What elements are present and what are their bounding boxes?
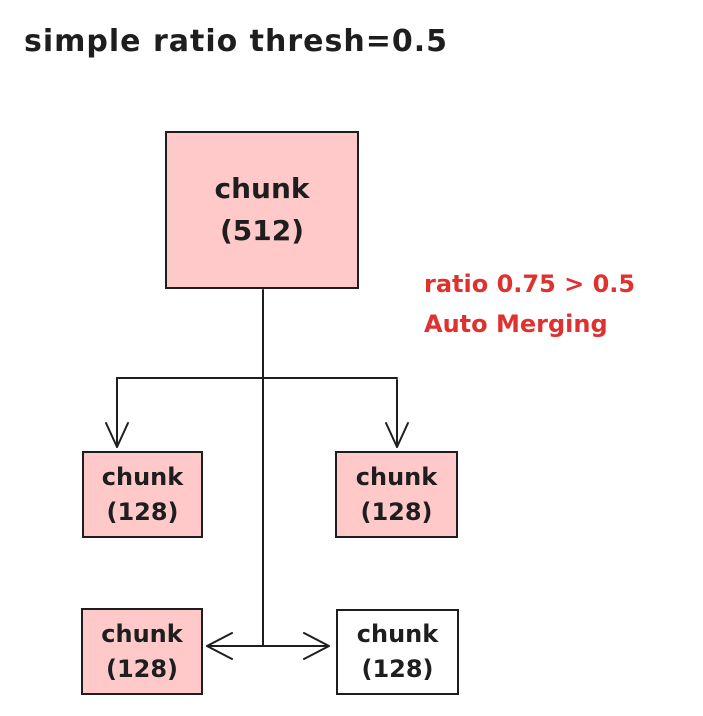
chunk-size: (128) — [361, 655, 434, 683]
chunk-node-bottom-right: chunk (128) — [336, 609, 459, 695]
annotation-merging-line: Auto Merging — [424, 309, 608, 338]
chunk-size: (128) — [360, 497, 433, 526]
auto-merge-annotation: ratio 0.75 > 0.5 Auto Merging — [424, 265, 635, 344]
chunk-size: (128) — [105, 654, 179, 683]
chunk-size: (512) — [219, 214, 305, 247]
arrowhead-right-icon — [303, 632, 330, 660]
chunk-label: chunk — [101, 462, 184, 491]
chunk-size: (128) — [106, 497, 179, 526]
chunk-label: chunk — [214, 172, 310, 205]
chunk-label: chunk — [355, 462, 438, 491]
chunk-node-mid-right: chunk (128) — [335, 451, 458, 538]
chunk-node-bottom-left: chunk (128) — [81, 608, 203, 695]
diagram-title: simple ratio thresh=0.5 — [24, 24, 449, 59]
chunk-label: chunk — [356, 620, 439, 649]
chunk-label: chunk — [101, 619, 183, 648]
annotation-ratio-line: ratio 0.75 > 0.5 — [424, 270, 636, 298]
arrowhead-down-right-icon — [385, 422, 409, 448]
arrowhead-left-icon — [206, 632, 233, 660]
chunk-node-mid-left: chunk (128) — [82, 451, 203, 538]
chunk-node-root: chunk (512) — [165, 131, 359, 289]
arrowhead-down-left-icon — [105, 422, 129, 448]
